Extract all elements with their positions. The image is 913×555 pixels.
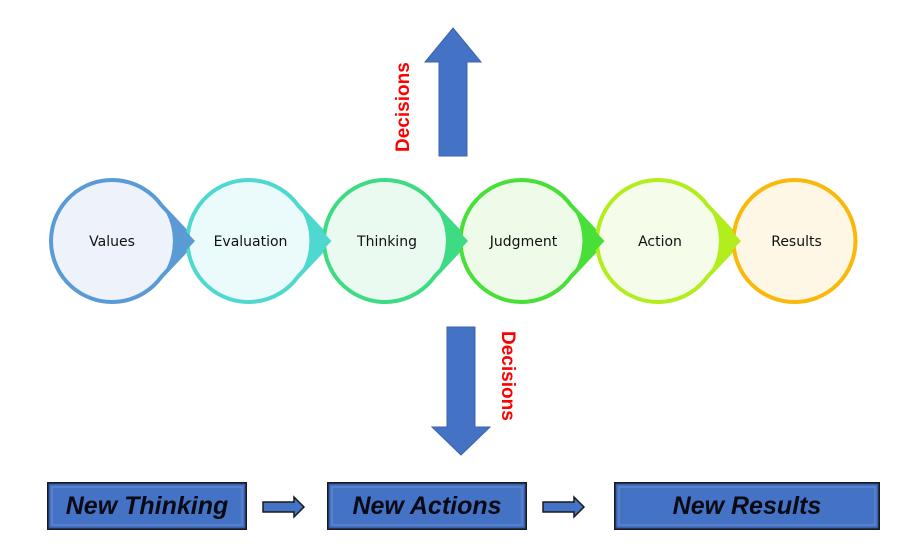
node-label: Results <box>771 234 822 250</box>
node-label: Judgment <box>489 234 558 250</box>
connector-arrow-icon <box>161 205 195 277</box>
connector-arrow-icon <box>434 205 468 277</box>
node-label: Action <box>638 234 682 250</box>
down-arrow-icon <box>430 326 492 456</box>
connector-arrow-icon <box>707 205 741 277</box>
decisions-up-arrow: Decisions <box>393 27 483 157</box>
right-arrow-icon <box>262 495 306 519</box>
connector-arrow-icon <box>571 205 605 277</box>
outcome-label-new-thinking: New Thinking <box>66 492 229 520</box>
up-arrow-icon <box>423 27 483 157</box>
outcome-label-new-results: New Results <box>673 492 822 520</box>
decisions-down-label: Decisions <box>497 331 518 421</box>
node-label: Thinking <box>356 234 417 250</box>
decisions-down-arrow: Decisions <box>430 326 518 456</box>
outcome-box-new-actions: New Actions <box>327 482 527 530</box>
node-shape <box>49 178 198 304</box>
outcome-label-new-actions: New Actions <box>352 492 501 520</box>
flow-arrow-1 <box>262 495 306 519</box>
decisions-up-label: Decisions <box>393 62 414 152</box>
flow-arrow-2 <box>542 495 586 519</box>
right-arrow-icon <box>542 495 586 519</box>
process-chain: Values Evaluation Thinking Judgment Action Re… <box>49 178 858 304</box>
node-label: Values <box>89 234 135 250</box>
outcome-box-new-thinking: New Thinking <box>47 482 247 530</box>
outcome-box-new-results: New Results <box>614 482 880 530</box>
node-label: Evaluation <box>214 234 288 250</box>
connector-arrow-icon <box>298 205 332 277</box>
